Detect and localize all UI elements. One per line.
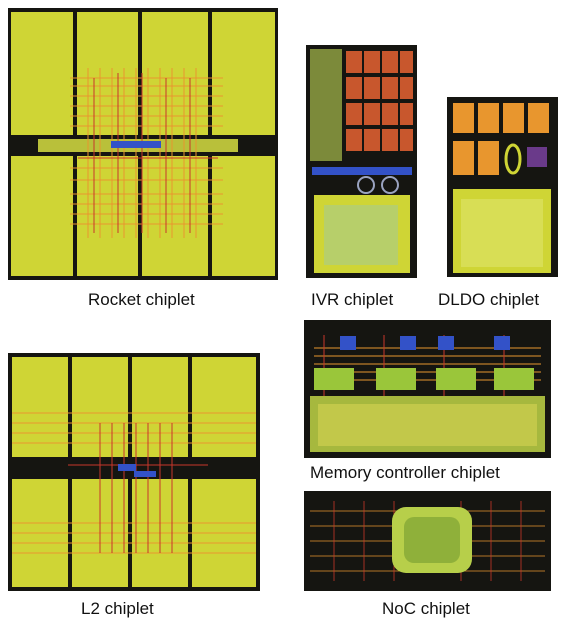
memctrl-macro: [438, 336, 454, 350]
rocket-center-macro: [111, 141, 161, 148]
ivr-cap-array: [400, 77, 413, 99]
l2-bank: [192, 357, 256, 457]
caption-dldo: DLDO chiplet: [438, 290, 540, 309]
dldo-block: [478, 103, 499, 133]
dldo-control: [527, 147, 547, 167]
l2-routing: [12, 412, 256, 554]
noc-chiplet-layout: [304, 491, 551, 591]
ivr-cap-array: [364, 77, 380, 99]
dldo-chiplet-die: [453, 103, 551, 273]
ivr-cap-array: [346, 103, 362, 125]
l2-chiplet-die: [12, 357, 256, 587]
l2-bank: [12, 357, 68, 457]
ivr-inductor: [381, 176, 399, 194]
rocket-core-quadrant: [212, 156, 275, 276]
dldo-block: [478, 141, 499, 175]
caption-memory-controller: Memory controller chiplet: [310, 463, 500, 482]
dldo-chiplet-layout: [447, 97, 558, 277]
ivr-cap-array: [382, 51, 398, 73]
ivr-cap-array: [382, 129, 398, 151]
rocket-chiplet-die: [11, 12, 275, 276]
ivr-chiplet-die: [310, 49, 413, 273]
ivr-cap-array: [346, 77, 362, 99]
caption-noc: NoC chiplet: [382, 599, 470, 618]
memctrl-macro: [400, 336, 416, 350]
dldo-block: [528, 103, 549, 133]
l2-routing-red: [68, 423, 208, 553]
ivr-cap-array: [364, 129, 380, 151]
rocket-chiplet-layout: [8, 8, 278, 280]
rocket-core-quadrant: [142, 12, 208, 135]
memctrl-macro: [494, 336, 510, 350]
memctrl-logic: [436, 368, 476, 390]
rocket-core-quadrant: [77, 156, 138, 276]
ivr-cap-array: [364, 103, 380, 125]
caption-rocket: Rocket chiplet: [88, 290, 195, 309]
l2-center-macro: [118, 464, 136, 471]
dldo-logic-core: [461, 199, 543, 267]
memory-controller-chiplet-layout: [304, 320, 551, 458]
dldo-inductor: [504, 143, 522, 175]
rocket-core-quadrant: [212, 12, 275, 135]
ivr-chiplet-layout: [306, 45, 417, 278]
ivr-control-block: [310, 49, 342, 161]
rocket-core-quadrant: [77, 12, 138, 135]
noc-chiplet-die: [310, 501, 545, 581]
memory-controller-chiplet-die: [310, 335, 545, 452]
l2-chiplet-layout: [8, 353, 260, 591]
caption-ivr: IVR chiplet: [311, 290, 394, 309]
dldo-block: [453, 103, 474, 133]
rocket-core-quadrant: [142, 156, 208, 276]
dldo-block: [453, 141, 474, 175]
l2-center-macro: [134, 471, 156, 477]
rocket-core-quadrant: [11, 156, 73, 276]
ivr-logic-core: [324, 205, 398, 265]
ivr-cap-array: [346, 51, 362, 73]
caption-l2: L2 chiplet: [81, 599, 154, 618]
rocket-routing-red: [78, 73, 218, 233]
ivr-inductor: [357, 176, 375, 194]
ivr-inductor-region: [312, 167, 412, 175]
memctrl-logic: [494, 368, 534, 390]
ivr-cap-array: [364, 51, 380, 73]
ivr-cap-array: [400, 103, 413, 125]
dldo-block: [503, 103, 524, 133]
memctrl-bottom-core: [318, 404, 537, 446]
rocket-core-quadrant: [11, 12, 73, 135]
ivr-cap-array: [382, 103, 398, 125]
ivr-cap-array: [400, 129, 413, 151]
ivr-cap-array: [400, 51, 413, 73]
ivr-cap-array: [382, 77, 398, 99]
memctrl-macro: [340, 336, 356, 350]
noc-router-inner: [404, 517, 460, 563]
memctrl-logic: [376, 368, 416, 390]
memctrl-logic: [314, 368, 354, 390]
rocket-routing: [70, 68, 223, 238]
ivr-cap-array: [346, 129, 362, 151]
